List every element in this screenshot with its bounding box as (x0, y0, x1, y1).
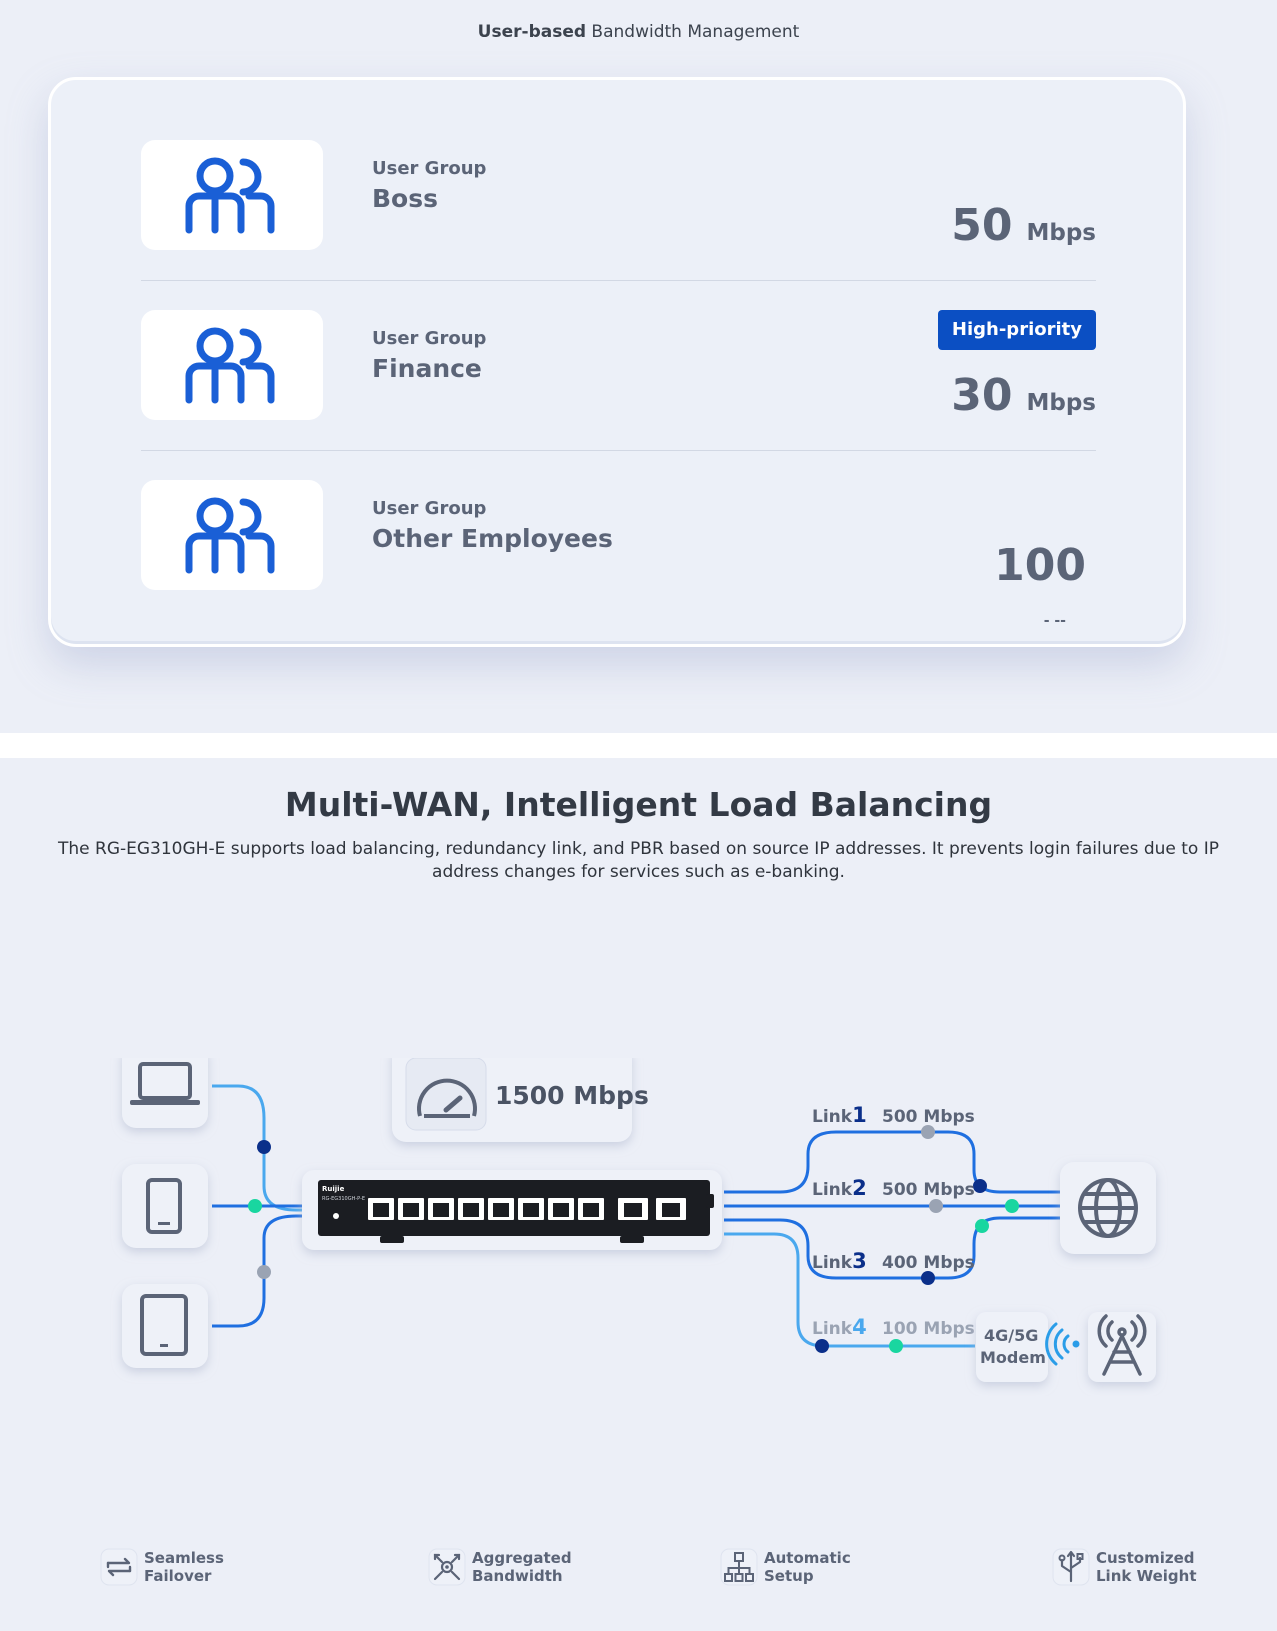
user-group-icon-card (141, 140, 323, 250)
multiwan-section: Multi-WAN, Intelligent Load Balancing Th… (0, 758, 1277, 1631)
link-labels: Link1 500 Mbps Link2 500 Mbps Link3 400 … (812, 1103, 975, 1339)
router-brand: Ruijie (322, 1185, 345, 1193)
modem-label-line2: Modem (980, 1348, 1046, 1367)
link-dot (889, 1339, 903, 1353)
link-3-speed: 400 Mbps (882, 1253, 975, 1273)
priority-badge: High-priority (937, 310, 1096, 350)
user-group-row-other-employees: User Group Other Employees 100 - -- (141, 480, 1096, 629)
users-icon (185, 497, 275, 574)
feature-label-line2: Bandwidth (472, 1567, 563, 1585)
link-dot (257, 1140, 271, 1154)
usb-branch-icon (1052, 1548, 1090, 1586)
feature-label-line2: Setup (764, 1567, 814, 1585)
globe-icon (1078, 1178, 1138, 1238)
feature-label-line2: Link Weight (1096, 1567, 1197, 1585)
speedometer-icon (417, 1078, 477, 1118)
link-1-label: Link1 (812, 1103, 867, 1127)
phone-card (122, 1164, 208, 1248)
link-dot (975, 1219, 989, 1233)
user-group-icon-card (141, 480, 323, 590)
group-label: User Group (372, 158, 487, 179)
group-label: User Group (372, 498, 487, 519)
link-dot (973, 1179, 987, 1193)
link-dot (921, 1271, 935, 1285)
feature-label-line1: Seamless (144, 1549, 224, 1567)
internet-card (1060, 1162, 1156, 1254)
link-dot (257, 1265, 271, 1279)
feature-label-line1: Customized (1096, 1549, 1195, 1567)
row-divider (141, 280, 1096, 281)
group-label: User Group (372, 328, 487, 349)
row-divider (141, 450, 1096, 451)
link-dot (815, 1339, 829, 1353)
bandwidth-unit-clipped: - -- (1043, 613, 1066, 629)
feature-label-line1: Aggregated (472, 1549, 572, 1567)
link-2-speed: 500 Mbps (882, 1180, 975, 1200)
feature-label-line1: Automatic (764, 1549, 851, 1567)
cell-tower-card (1088, 1312, 1156, 1382)
users-icon (185, 157, 275, 234)
aggregate-icon (428, 1548, 466, 1586)
bandwidth-value: 100 (994, 540, 1086, 591)
group-name: Finance (372, 354, 482, 383)
link-1-speed: 500 Mbps (882, 1107, 975, 1127)
phone-icon (146, 1178, 182, 1234)
router-device: Ruijie RG-EG310GH-P-E (302, 1170, 722, 1250)
modem-label-line1: 4G/5G (984, 1326, 1038, 1345)
throughput-value: 1500 Mbps (495, 1081, 649, 1110)
tablet-icon (140, 1294, 188, 1356)
link-dot (921, 1125, 935, 1139)
link-3-label: Link3 (812, 1249, 867, 1273)
link-2-label: Link2 (812, 1176, 867, 1200)
cell-tower-icon (1097, 1314, 1147, 1376)
swap-arrows-icon (100, 1548, 138, 1586)
wifi-signal-icon (1045, 1322, 1080, 1366)
group-name: Other Employees (372, 524, 613, 553)
feature-label-line2: Failover (144, 1567, 212, 1585)
link-4-label: Link4 (812, 1315, 867, 1339)
link-dot (929, 1199, 943, 1213)
bandwidth-section: User-based Bandwidth Management User Gro… (0, 0, 1277, 733)
link-4-speed: 100 Mbps (882, 1319, 975, 1339)
users-icon (185, 327, 275, 404)
hierarchy-icon (720, 1548, 758, 1586)
group-name: Boss (372, 184, 438, 213)
link-dot (248, 1199, 262, 1213)
throughput-card: 1500 Mbps (392, 1058, 649, 1142)
section-divider (0, 733, 1277, 758)
network-diagram: 1500 Mbps Ruijie RG-EG310GH-P-E (122, 1058, 1156, 1382)
section-title: User-based Bandwidth Management (477, 22, 800, 42)
laptop-card (122, 1058, 208, 1128)
section-description: The RG-EG310GH-E supports load balancing… (57, 839, 1219, 882)
laptop-icon (130, 1062, 200, 1105)
section-heading: Multi-WAN, Intelligent Load Balancing (284, 785, 993, 824)
link-dot (1005, 1199, 1019, 1213)
router-model: RG-EG310GH-P-E (322, 1196, 365, 1202)
tablet-card (122, 1284, 208, 1368)
modem-card: 4G/5G Modem (976, 1312, 1048, 1382)
user-group-icon-card (141, 310, 323, 420)
